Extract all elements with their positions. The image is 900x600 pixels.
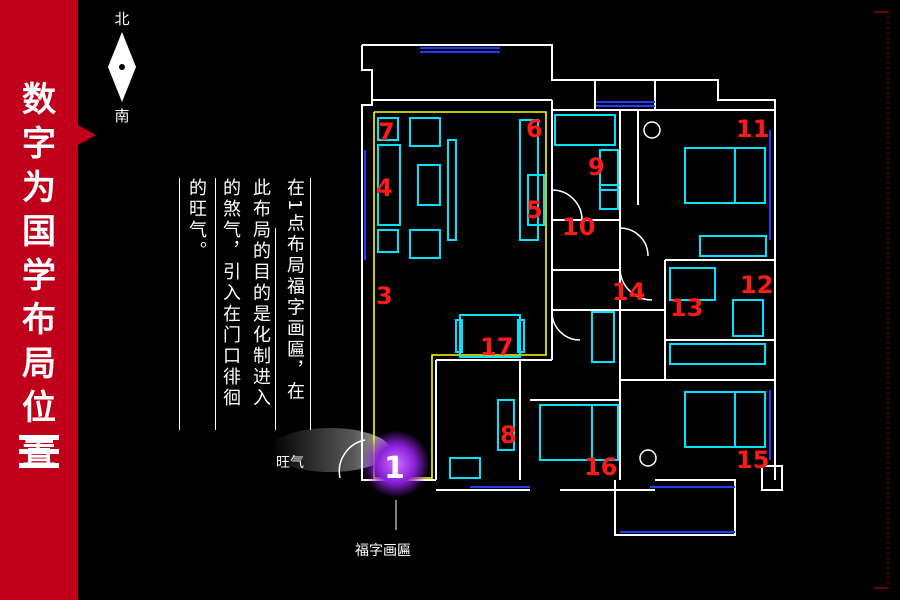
room-number: 6: [526, 115, 543, 143]
title-char: 数: [22, 80, 56, 120]
room-number: 9: [588, 153, 605, 181]
furniture: [377, 114, 767, 479]
title-char: 布: [22, 300, 56, 340]
fuzi-label: 福字画匾: [355, 543, 411, 559]
room-number: 3: [376, 282, 393, 310]
walls: [361, 44, 783, 536]
sidebar: 数 字 为 国 学 布 局 位 置: [0, 0, 96, 600]
room-number: 8: [500, 421, 517, 449]
room-number: 12: [740, 271, 773, 299]
divider-line: [275, 228, 276, 430]
wangqi-label: 旺气: [276, 455, 304, 471]
title-char: 局: [22, 344, 56, 384]
room-number: 16: [584, 453, 617, 481]
room-number: 1: [384, 451, 405, 486]
divider-line: [310, 178, 311, 430]
divider-line: [179, 178, 180, 430]
room-number: 15: [736, 446, 769, 474]
fuzi-highlight: [362, 430, 430, 498]
compass-south: 南: [114, 107, 130, 125]
corner-mark: [874, 11, 889, 589]
title-char: 为: [22, 168, 56, 208]
room-number: 5: [526, 196, 543, 224]
menu-lines-icon: [19, 435, 59, 469]
sidebar-pointer: [78, 125, 96, 145]
title-char: 学: [22, 256, 56, 296]
description-col-4: 的旺气。: [186, 178, 207, 262]
room-number: 14: [612, 278, 645, 306]
divider-line: [215, 178, 216, 430]
title-char: 位: [22, 388, 56, 428]
description-col-2: 此布局的目的是化制进入: [250, 178, 271, 409]
room-number: 4: [376, 174, 393, 202]
description-col-1: 在1点布局福字画匾，在: [284, 178, 305, 403]
description-col-3: 的煞气，引入在门口徘徊: [220, 178, 241, 409]
room-numbers: 1 3 4 5 6 7 8 9 10 11 12 13 14 15 16 17: [376, 115, 773, 486]
windows: [364, 47, 771, 533]
title-char: 国: [22, 212, 56, 252]
compass-north: 北: [114, 10, 130, 28]
doors: [338, 121, 661, 479]
compass-icon: [108, 32, 136, 102]
room-number: 17: [480, 333, 513, 361]
title-char: 字: [22, 124, 56, 164]
room-number: 13: [670, 294, 703, 322]
room-number: 11: [736, 115, 769, 143]
wangqi-smoke: [270, 428, 390, 472]
room-number: 10: [562, 213, 595, 241]
room-number: 7: [378, 118, 395, 146]
